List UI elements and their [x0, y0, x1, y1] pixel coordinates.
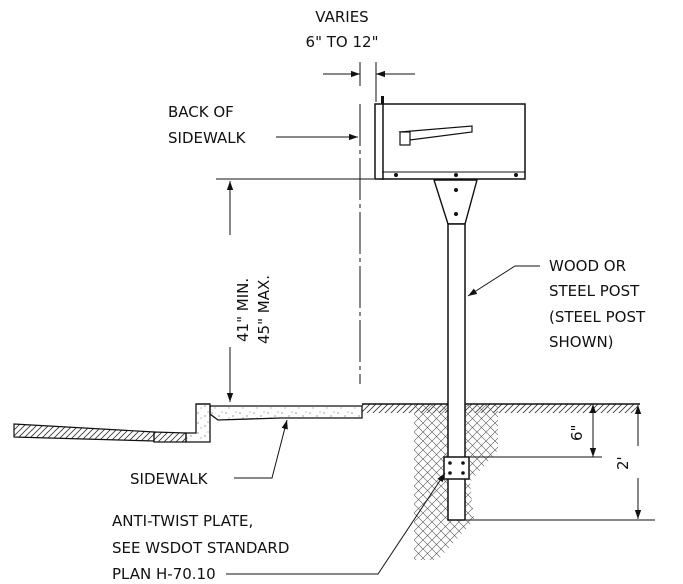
varies-label-line1: VARIES [315, 8, 368, 26]
steel-post [433, 179, 478, 521]
post-shaft [447, 223, 466, 521]
sidewalk-callout: SIDEWALK [130, 419, 288, 488]
roadway-pavement [13, 423, 155, 442]
anti-twist-plate-callout: ANTI-TWIST PLATE, SEE WSDOT STANDARD PLA… [112, 472, 446, 583]
six-inch-dimension: 6" [470, 404, 602, 458]
curb [185, 403, 211, 443]
height-label-line2: 45" MAX. [255, 275, 273, 344]
varies-label-line2: 6" TO 12" [306, 33, 379, 51]
anti-twist-plate [443, 456, 470, 480]
two-foot-dimension: 2' [466, 405, 655, 521]
mailbox [374, 96, 526, 180]
back-label-line2: SIDEWALK [168, 129, 247, 147]
two-foot-label: 2' [614, 456, 632, 470]
sidewalk-label: SIDEWALK [130, 470, 209, 488]
height-dimension: 41" MIN. 45" MAX. [216, 178, 374, 402]
back-label-line1: BACK OF [168, 103, 234, 121]
varies-dimension: VARIES 6" TO 12" [306, 8, 415, 102]
post-type-callout: WOOD OR STEEL POST (STEEL POST SHOWN) [467, 257, 646, 351]
post-label-line1: WOOD OR [549, 257, 626, 275]
sidewalk-slab [13, 403, 363, 443]
post-label-line2: STEEL POST [549, 282, 640, 300]
sidewalk-concrete [209, 405, 363, 421]
plate-label-line1: ANTI-TWIST PLATE, [112, 512, 253, 530]
post-label-line3: (STEEL POST [549, 308, 646, 326]
height-label-line1: 41" MIN. [234, 278, 252, 342]
support-bracket [433, 179, 478, 225]
mailbox-door [374, 103, 384, 180]
plate-label-line2: SEE WSDOT STANDARD [112, 539, 289, 557]
post-label-line4: SHOWN) [549, 333, 614, 351]
plate-label-line3: PLAN H-70.10 [112, 565, 216, 583]
ground [362, 403, 640, 560]
six-inch-label: 6" [568, 425, 586, 441]
back-of-sidewalk-callout: BACK OF SIDEWALK [168, 103, 358, 147]
